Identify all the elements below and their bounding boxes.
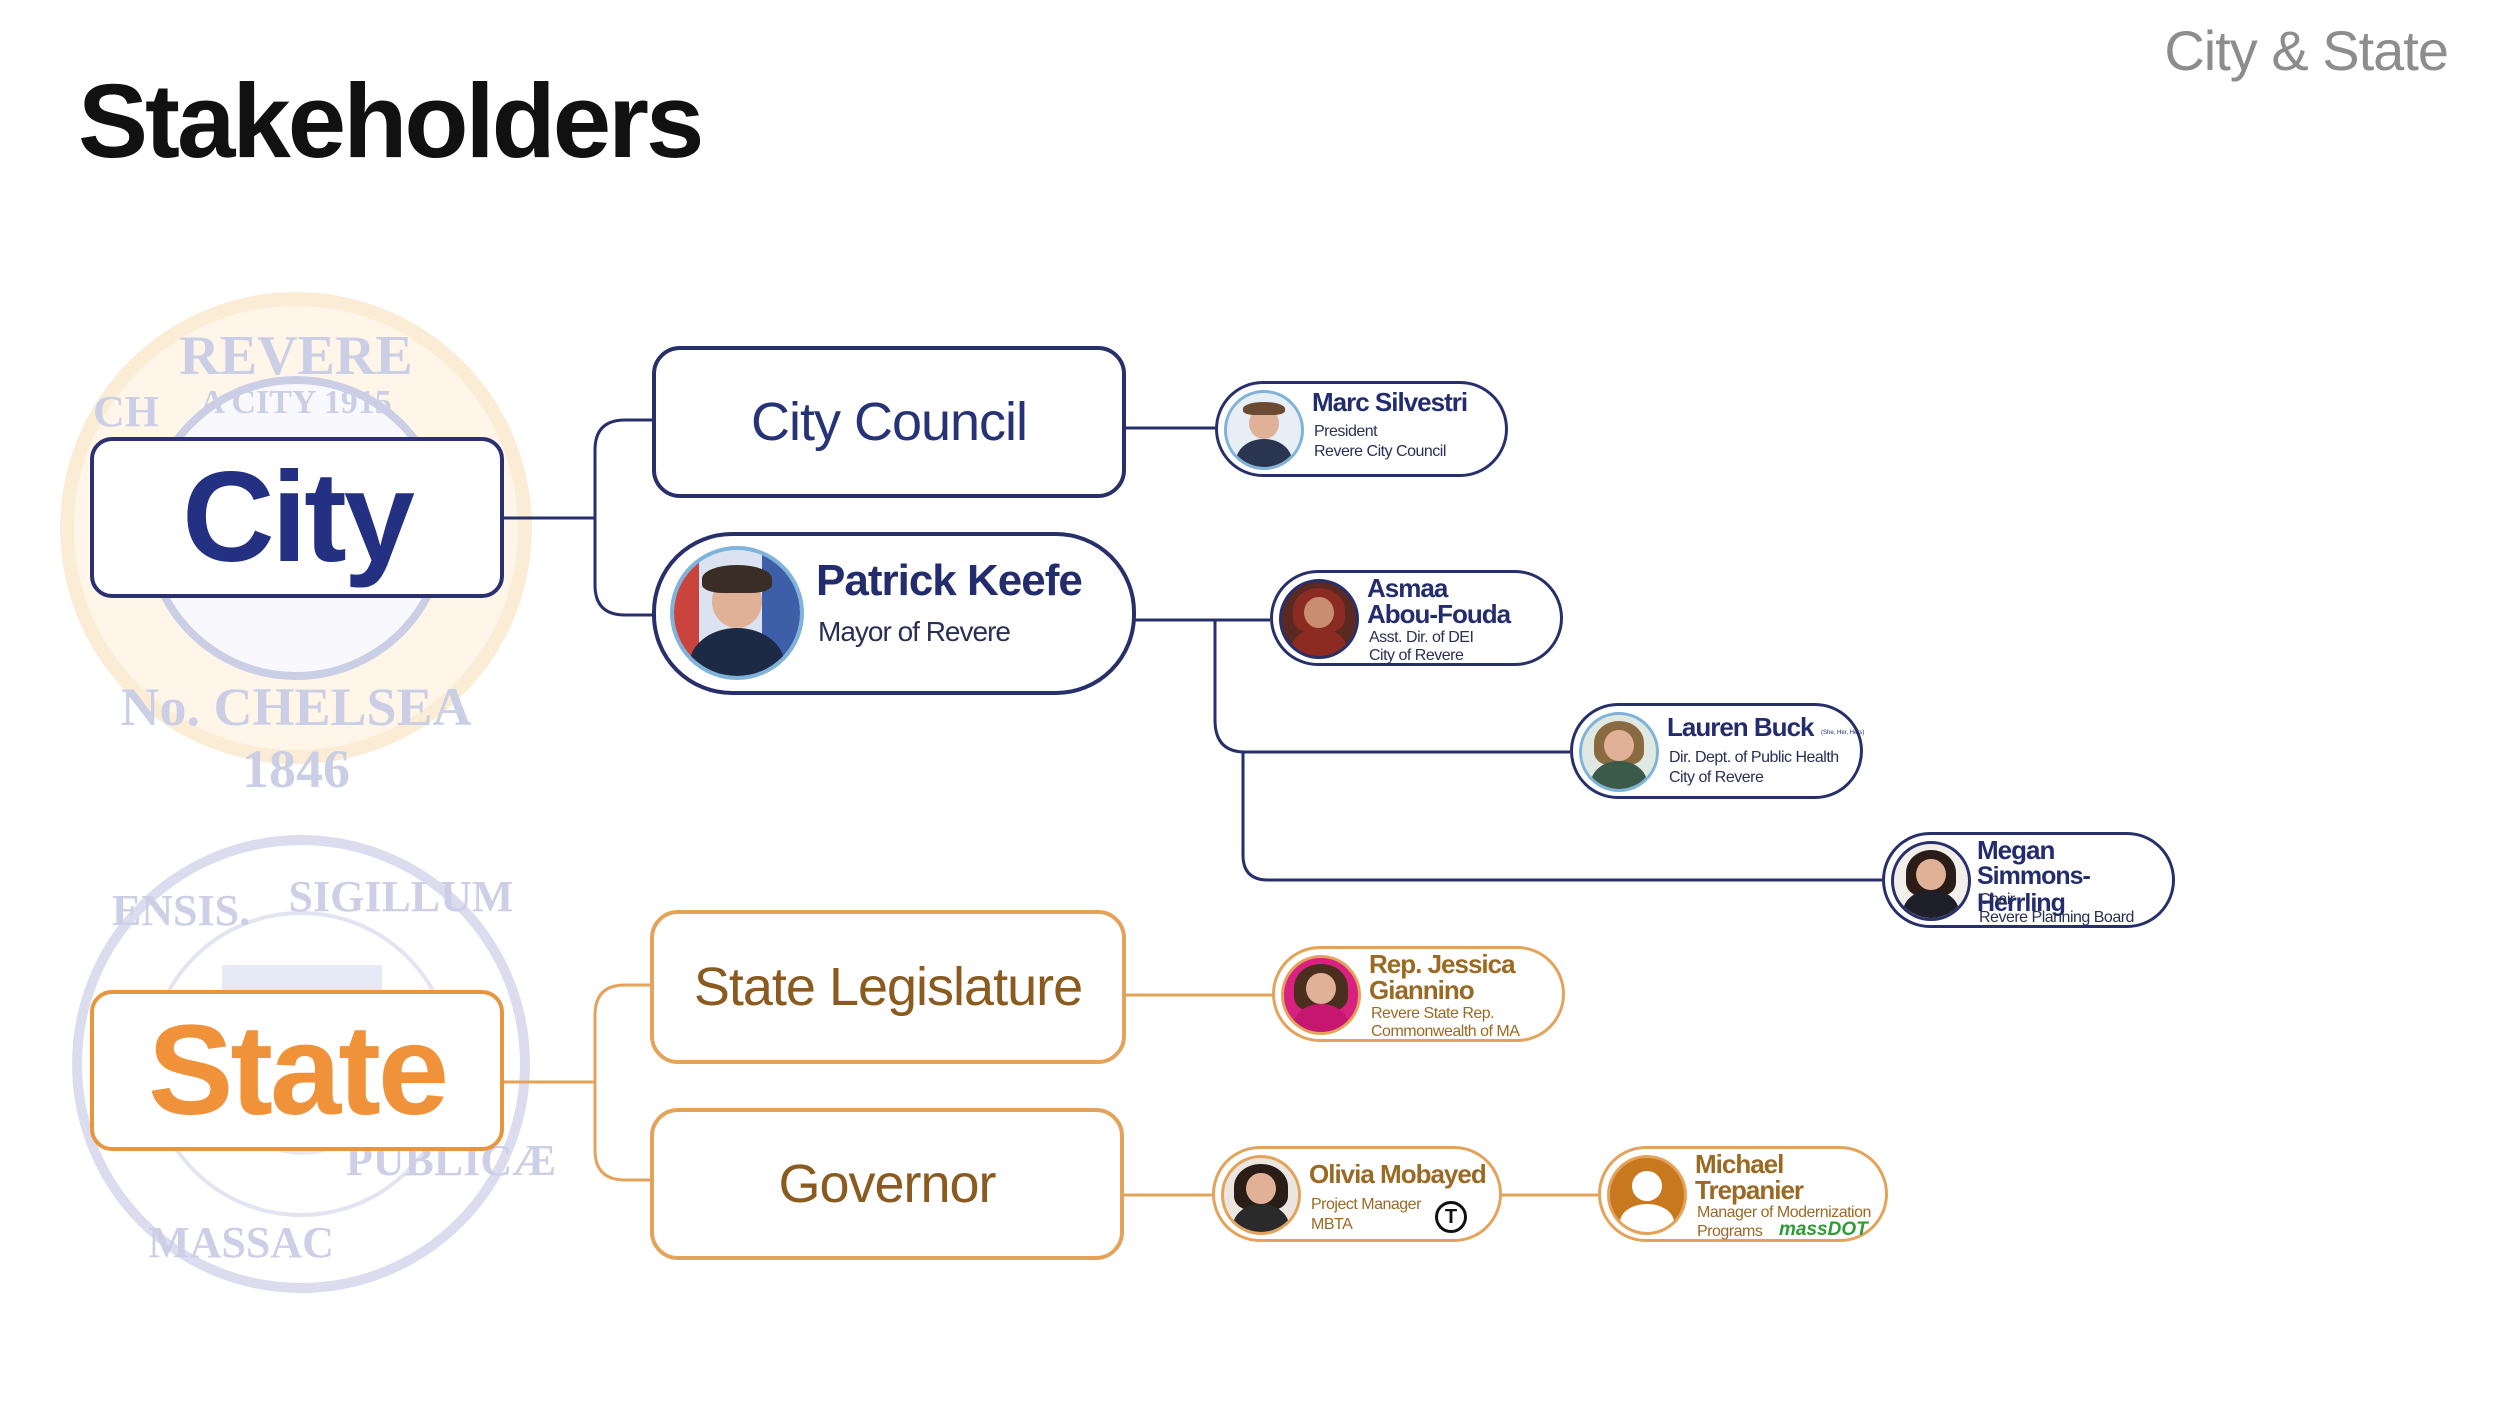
person-name: Marc Silvestri [1312,387,1468,417]
mbta-logo-icon: T [1435,1201,1467,1233]
person-card-lauren-buck: Lauren Buck (She, Her, Hers) Dir. Dept. … [1570,703,1865,799]
person-org: Revere Planning Board [1979,909,2134,926]
person-card-marc-silvestri: Marc Silvestri President Revere City Cou… [1215,381,1508,477]
person-role: Revere State Rep. [1371,1005,1495,1022]
marc-silvestri-avatar [1224,390,1304,470]
person-name-line1: Michael [1695,1149,1784,1179]
person-name: Olivia Mobayed [1309,1159,1487,1189]
page-title: Stakeholders [78,63,704,180]
person-name-line2: Trepanier [1695,1175,1804,1205]
person-name-line1: Megan [1977,835,2055,865]
mayor-card: Patrick Keefe Mayor of Revere [652,532,1136,695]
person-role: Chair [1979,891,2015,908]
megan-simmons-herrling-avatar [1891,841,1971,921]
person-role: Project Manager [1311,1196,1421,1213]
person-org: Commonwealth of MA [1371,1023,1520,1040]
jessica-giannino-avatar [1281,955,1361,1035]
person-role: Manager of Modernization [1697,1204,1871,1221]
mayor-name: Patrick Keefe [816,556,1083,605]
person-org: City of Revere [1669,769,1764,786]
patrick-keefe-avatar [670,546,804,680]
massdot-logo-icon: massDOT [1779,1219,1868,1240]
person-name-line1: Asmaa [1367,573,1448,603]
person-role: Dir. Dept. of Public Health [1669,749,1839,766]
city-seal-inner-text: A CITY 1915 [200,384,392,421]
person-name-line2: Abou-Fouda [1367,599,1511,629]
state-seal-bottom-text: MASSAC [148,1218,334,1267]
person-org: City of Revere [1369,647,1464,664]
state-seal-left-text: ENSIS. [111,886,251,935]
header-brand: City & State [2164,19,2449,82]
city-seal-bottom-text: No. CHELSEA 1846 [120,677,472,799]
person-role: Asst. Dir. of DEI [1369,629,1474,646]
person-card-asmaa-abou-fouda: Asmaa Abou-Fouda Asst. Dir. of DEI City … [1270,570,1563,666]
person-card-olivia-mobayed: Olivia Mobayed Project Manager MBTA T [1212,1146,1502,1242]
governor-label: Governor [778,1154,996,1214]
michael-trepanier-avatar [1607,1155,1687,1235]
asmaa-abou-fouda-avatar [1279,579,1359,659]
person-org: Revere City Council [1314,443,1446,460]
state-label: State [90,990,504,1151]
person-org: Programs [1697,1223,1763,1240]
person-org: MBTA [1311,1216,1353,1233]
person-name-line1: Rep. Jessica [1369,949,1516,979]
city-label: City [90,437,504,598]
state-legislature-label: State Legislature [693,957,1083,1017]
olivia-mobayed-avatar [1221,1155,1301,1235]
city-seal-top-text: REVERE [179,325,413,387]
governor-box: Governor [650,1108,1124,1260]
person-card-megan-simmons-herrling: Megan Simmons-Herrling Chair Revere Plan… [1882,832,2175,928]
mayor-title: Mayor of Revere [818,616,1011,647]
city-council-box: City Council [652,346,1126,498]
state-legislature-box: State Legislature [650,910,1126,1064]
lauren-buck-avatar [1579,712,1659,792]
city-council-label: City Council [750,392,1028,452]
person-name-line2: Simmons-Herrling [1977,862,2091,917]
person-role: President [1314,423,1378,440]
state-seal-top-text: SIGILLUM [288,872,514,921]
person-name: Lauren Buck [1667,712,1814,742]
person-name-line2: Giannino [1369,975,1475,1005]
city-seal-side-text: CH [93,387,159,436]
person-card-michael-trepanier: Michael Trepanier Manager of Modernizati… [1598,1146,1888,1242]
person-pronouns: (She, Her, Hers) [1821,730,1865,736]
person-card-jessica-giannino: Rep. Jessica Giannino Revere State Rep. … [1272,946,1565,1042]
